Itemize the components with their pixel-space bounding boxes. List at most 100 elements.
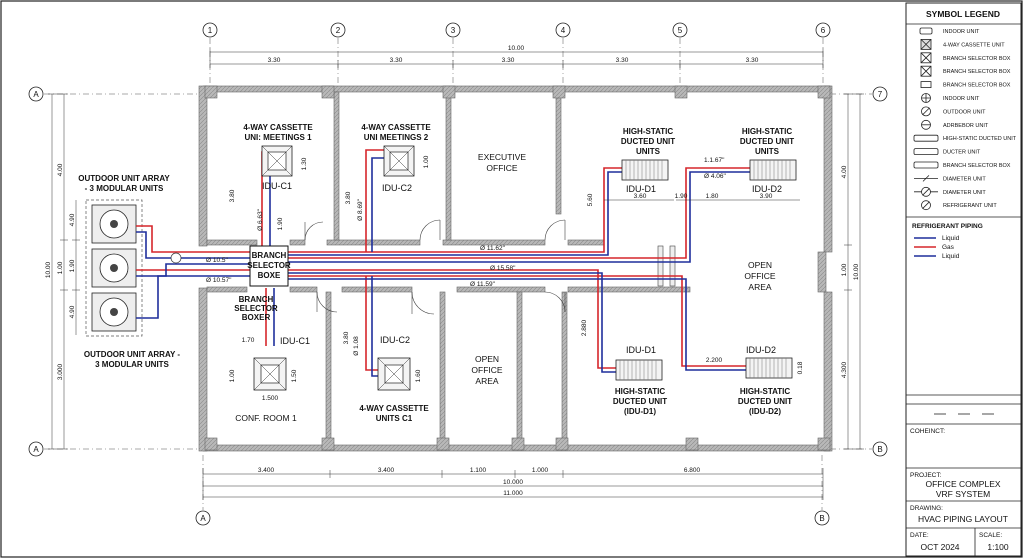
legend-label: OUTDOOR UNIT [943, 109, 986, 115]
dim-top-bay-4: 3.30 [616, 57, 629, 64]
dimension-lines [48, 48, 864, 500]
exec-office-2: OFFICE [486, 163, 517, 173]
circle-minus-icon [921, 119, 931, 130]
lc2-title-1: 4-WAY CASSETTE [359, 404, 429, 413]
circle-slash-icon [921, 106, 931, 117]
conf-room-label: CONF. ROOM 1 [235, 413, 297, 423]
dim-c1-pipe: 1.90 [277, 217, 284, 230]
dim-bottom-bay-3: 1.100 [470, 467, 487, 474]
grid-row-a-top: A [33, 90, 39, 99]
hs2-title-1: HIGH-STATIC [742, 127, 793, 136]
legend-label: BRANCH SELECTOR BOX [943, 69, 1011, 75]
bsb-bottom-label-3: BOXER [242, 313, 271, 322]
legend-label: HIGH-STATIC DUCTED UNIT [943, 136, 1017, 142]
ld1-title-3: (IDU-D1) [624, 407, 656, 416]
legend-row: 4-WAY CASSETTE UNIT [920, 39, 1005, 50]
oda-bottom-label-1: OUTDOOR UNIT ARRAY - [84, 350, 180, 359]
piping-title: REFRIGERANT PIPING [912, 223, 983, 230]
dim-d1-drop: 5.60 [587, 193, 594, 206]
bsb-top-label-1: BRANCH [252, 251, 287, 260]
dim-d2-gap: 1.80 [706, 193, 719, 200]
cassette-c2-icon [383, 145, 415, 177]
dim-c1-left: 3.80 [229, 189, 236, 202]
dim-lc1-top: 1.70 [242, 337, 255, 344]
legend-label: BRANCH SELECTOR BOX [943, 83, 1011, 89]
dim-bottom-total-2: 11.000 [503, 490, 523, 497]
dim-d-dia: Ø 4.06" [704, 173, 727, 180]
grid-bubbles: 1 2 3 4 5 6 A 7 A B A B [28, 22, 888, 526]
hs2-title-3: UNITS [755, 147, 780, 156]
grid-col-2: 2 [336, 26, 341, 35]
legend-label: REFRIGERANT UNIT [943, 203, 997, 209]
dim-lc1-side2: 1.50 [291, 369, 298, 382]
grid-row-a-foot: A [200, 514, 206, 523]
dim-left-lower: 3.000 [57, 363, 64, 380]
cassette-lc2-icon [377, 357, 411, 391]
idu-c1-label: IDU-C1 [262, 181, 292, 191]
dim-bottom-total-1: 10.000 [503, 479, 523, 486]
dim-main-1: Ø 11.62" [480, 245, 506, 252]
lc2-idu-label: IDU-C2 [380, 335, 410, 345]
legend-row: BRANCH SELECTOR BOX [920, 52, 1011, 64]
dim-d-top: 1.1.67" [704, 157, 725, 164]
symbol-legend: SYMBOL LEGEND [905, 2, 1022, 557]
open-office-right-1: OPEN [748, 260, 772, 270]
dim-lc1-side: 1.00 [229, 369, 236, 382]
long-rect-icon [913, 134, 939, 142]
dim-main-2: Ø 15.58" [490, 265, 516, 272]
legend-row: DUCTER UNIT [913, 148, 981, 156]
ld2-title-3: (IDU-D2) [749, 407, 781, 416]
legend-row: BRANCH SELECTOR BOX [913, 161, 1011, 169]
ld1-idu-label: IDU-D1 [626, 345, 656, 355]
legend-label: INDOOR UNIT [943, 29, 980, 35]
dim-right-upper: 4.00 [841, 165, 848, 178]
scale-value: 1:100 [987, 542, 1009, 552]
legend-row: DIAMETER UNIT [914, 175, 986, 182]
legend-label: BRANCH SELECTOR BOX [943, 56, 1011, 62]
oda-top-label-1: OUTDOOR UNIT ARRAY [78, 174, 170, 183]
open-office-mid-1: OPEN [475, 354, 499, 364]
scale-label: SCALE: [979, 532, 1002, 539]
dim-ld1-drop: 2.880 [581, 319, 588, 336]
dim-lc2-left: 3.80 [343, 331, 350, 344]
ld2-idu-label: IDU-D2 [746, 345, 776, 355]
open-office-right-3: AREA [748, 282, 771, 292]
hs1-title-3: UNITS [636, 147, 661, 156]
bsb-top-label-3: BOXE [258, 271, 281, 280]
bsb-bottom-label-2: SELECTOR [234, 304, 278, 313]
legend-label: DIAMETER UNIT [943, 190, 986, 196]
dim-bottom-bay-4: 1.000 [532, 467, 549, 474]
dim-lc2-side: 1.60 [415, 369, 422, 382]
date-label: DATE: [910, 532, 929, 539]
building-walls [198, 85, 833, 452]
dim-c1-side: 1.30 [301, 157, 308, 170]
legend-row: DIAMETER UNIT [914, 186, 986, 197]
project-label: PROJECT: [910, 472, 942, 479]
legend-label: BRANCH SELECTOR BOX [943, 163, 1011, 169]
dimension-tick-icon [914, 175, 938, 182]
c1-title-2: UNI: MEETINGS 1 [244, 133, 312, 142]
legend-title: SYMBOL LEGEND [926, 9, 1000, 19]
dim-oda-3: 4.90 [69, 305, 76, 318]
bsb-bottom-label-1: BRANCH [239, 295, 274, 304]
cross-box-icon [920, 52, 932, 64]
drawing-name: HVAC PIPING LAYOUT [918, 514, 1008, 524]
dim-top-bay-2: 3.30 [390, 57, 403, 64]
grid-col-1: 1 [208, 26, 213, 35]
dim-od-1: Ø 10.5" [206, 257, 229, 264]
dim-oda-1: 4.90 [69, 213, 76, 226]
legend-label: 4-WAY CASSETTE UNIT [943, 42, 1005, 48]
small-box-icon [920, 81, 932, 88]
dim-c2-left: 3.80 [345, 191, 352, 204]
drawing-label: DRAWING: [910, 505, 943, 512]
circle-slash-line-icon [914, 186, 938, 197]
c1-title-1: 4-WAY CASSETTE [243, 123, 313, 132]
project-name-1: OFFICE COMPLEX [925, 479, 1000, 489]
cassette-c1-icon [261, 145, 293, 177]
legend-row: INDOOR UNIT [919, 27, 980, 35]
bsb-top-label-2: SELECTOR [247, 261, 291, 270]
legend-row: HIGH-STATIC DUCTED UNIT [913, 134, 1017, 142]
dim-bottom-bay-2: 3.400 [378, 467, 395, 474]
